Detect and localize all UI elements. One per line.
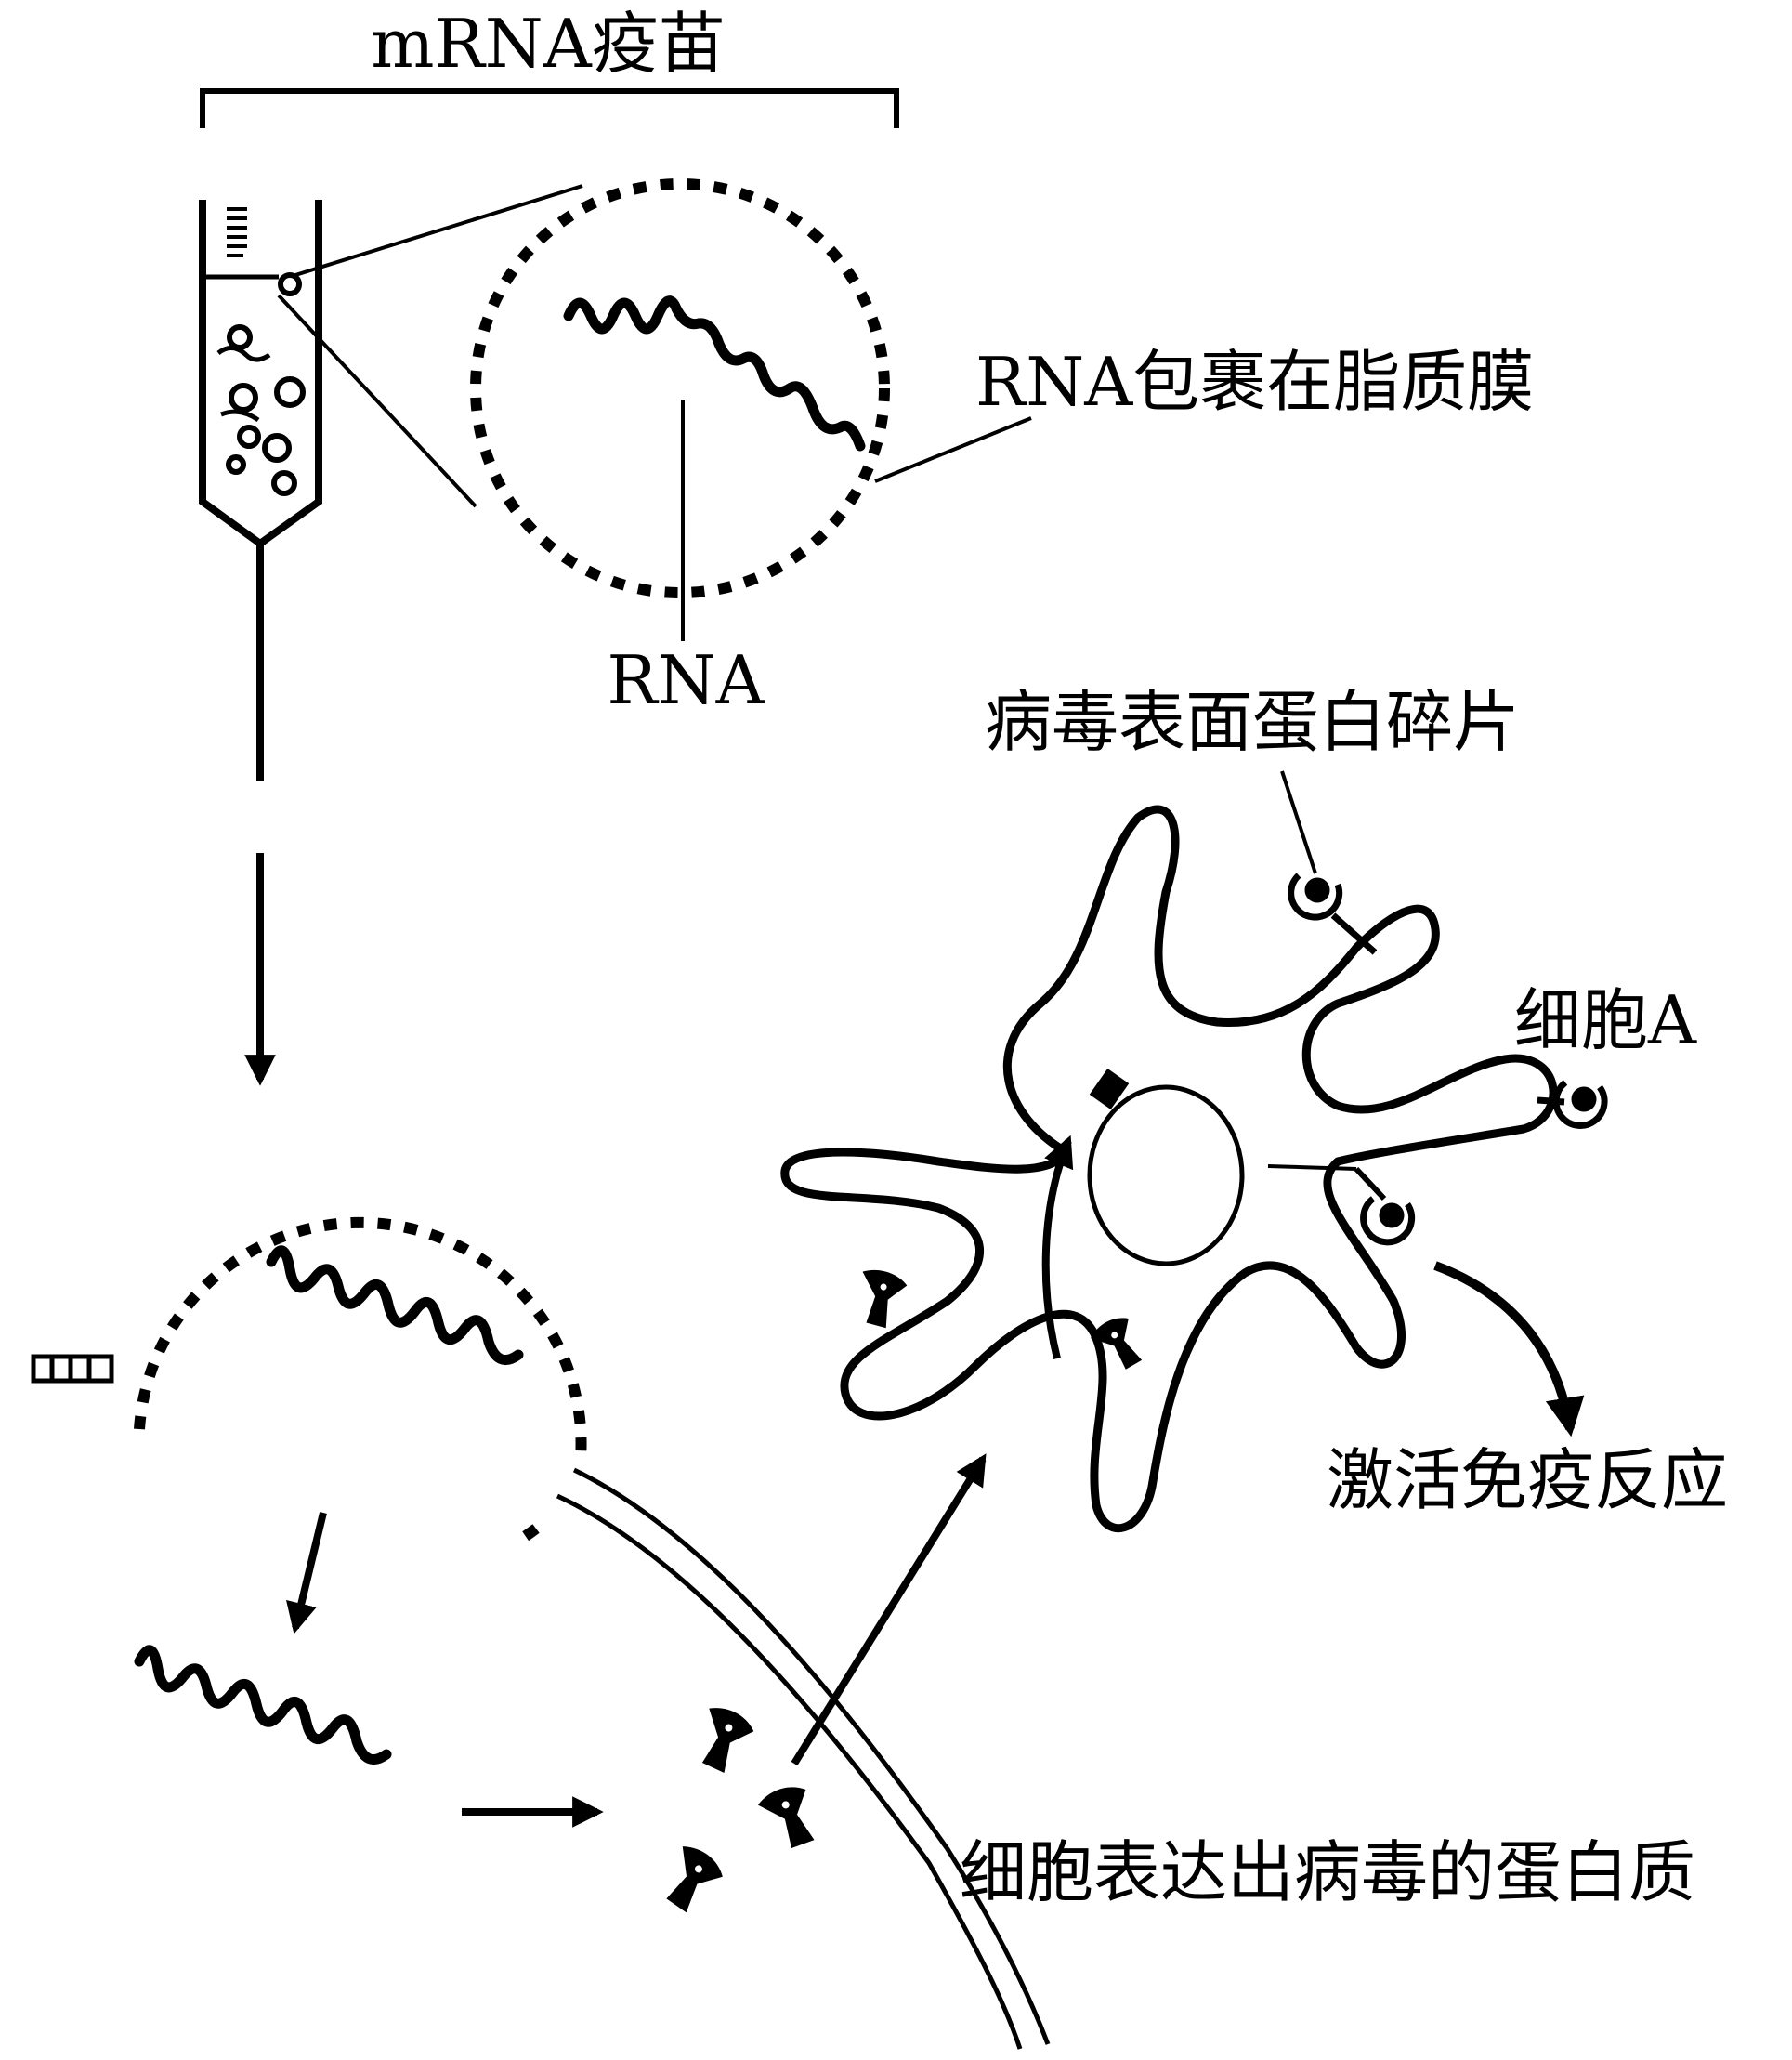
dendritic-cell <box>780 805 1558 1533</box>
vaccine-title: mRNA疫苗 <box>371 5 725 83</box>
extracellular-protein <box>862 1269 908 1329</box>
zoom-lines <box>277 184 583 508</box>
vaccine-bracket <box>200 88 899 128</box>
lipid-nanoparticle-magnified <box>470 178 1032 641</box>
cell-a-label: 细胞A <box>1514 981 1697 1059</box>
rna-label: RNA <box>607 641 765 719</box>
cell-nucleus <box>1087 1084 1245 1266</box>
viral-protein-group <box>666 1708 815 1913</box>
rna-strand-lower <box>266 1245 524 1366</box>
immune-response-label: 激活免疫反应 <box>1327 1441 1728 1519</box>
viral-protein <box>666 1846 723 1913</box>
internal-protein <box>1090 1318 1143 1370</box>
fragment-pointer <box>1280 770 1317 874</box>
cargo-icon <box>31 1354 114 1384</box>
lipid-membrane-label: RNA包裹在脂质膜 <box>975 343 1534 421</box>
protein-expression-label: 细胞表达出病毒的蛋白质 <box>960 1833 1695 1911</box>
syringe-icon <box>199 200 322 781</box>
viral-protein <box>701 1708 754 1773</box>
cell-outline <box>780 805 1558 1533</box>
arrow-immune-response <box>1433 1261 1585 1437</box>
processed-fragment <box>1089 1069 1130 1109</box>
protein-fragment-label: 病毒表面蛋白碎片 <box>985 683 1520 761</box>
rna-strand-free <box>134 1645 392 1765</box>
rna-strand-magnified <box>563 295 866 452</box>
viral-protein <box>757 1787 815 1849</box>
receptor-icon <box>1288 873 1608 1246</box>
cell-membrane <box>556 1467 1051 2050</box>
arrow-processing <box>1041 1135 1074 1359</box>
lipid-nanoparticle-lower <box>134 1216 587 1548</box>
arrow-to-cell <box>791 1453 987 1766</box>
arrow-release-rna <box>285 1512 327 1634</box>
